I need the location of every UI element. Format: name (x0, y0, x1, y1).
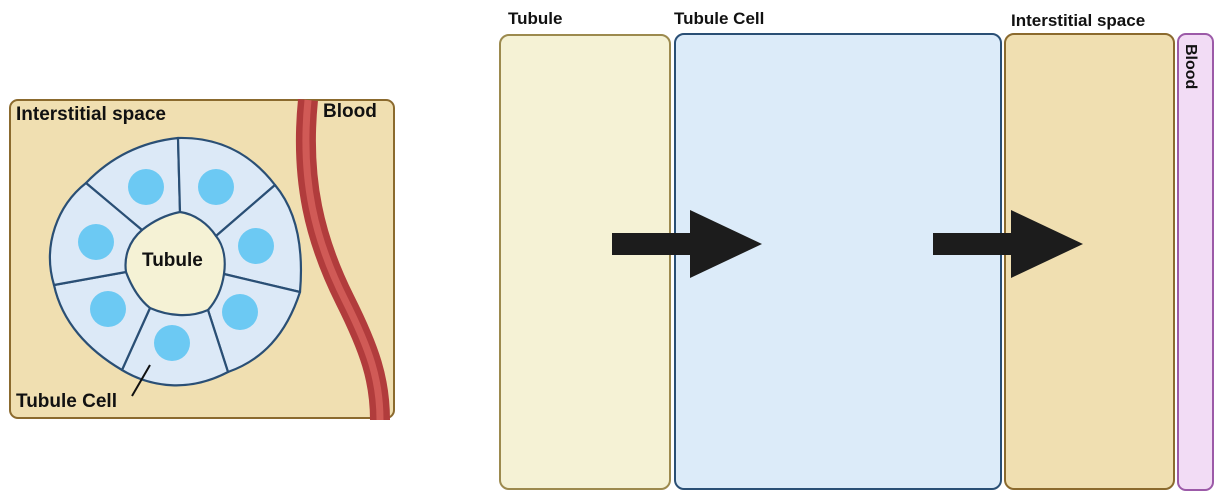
tubule-cell-pointer (131, 364, 151, 397)
tubule-cell-compartment (674, 33, 1002, 490)
left-interstitial-label: Interstitial space (16, 104, 166, 125)
nucleus (128, 169, 164, 205)
right-tubule-cell-label: Tubule Cell (674, 9, 765, 28)
right-tubule-label: Tubule (508, 9, 563, 28)
nucleus (78, 224, 114, 260)
left-blood-label: Blood (323, 101, 377, 122)
tubule-compartment (499, 34, 671, 490)
right-interstitial-label: Interstitial space (1011, 11, 1146, 30)
nucleus (90, 291, 126, 327)
right-blood-label: Blood (1182, 44, 1199, 90)
nucleus (238, 228, 274, 264)
blood-vessel (295, 99, 390, 421)
nucleus (154, 325, 190, 361)
left-tubule-label: Tubule (142, 250, 203, 271)
nucleus (198, 169, 234, 205)
nucleus (222, 294, 258, 330)
cell-nuclei (78, 169, 274, 361)
arrow-tubule-to-cell (612, 210, 762, 278)
tubule-cross-section (9, 99, 395, 421)
left-tubule-cell-label: Tubule Cell (16, 391, 117, 412)
arrow-cell-to-interstitial (933, 210, 1083, 278)
blood-compartment (1177, 33, 1214, 491)
